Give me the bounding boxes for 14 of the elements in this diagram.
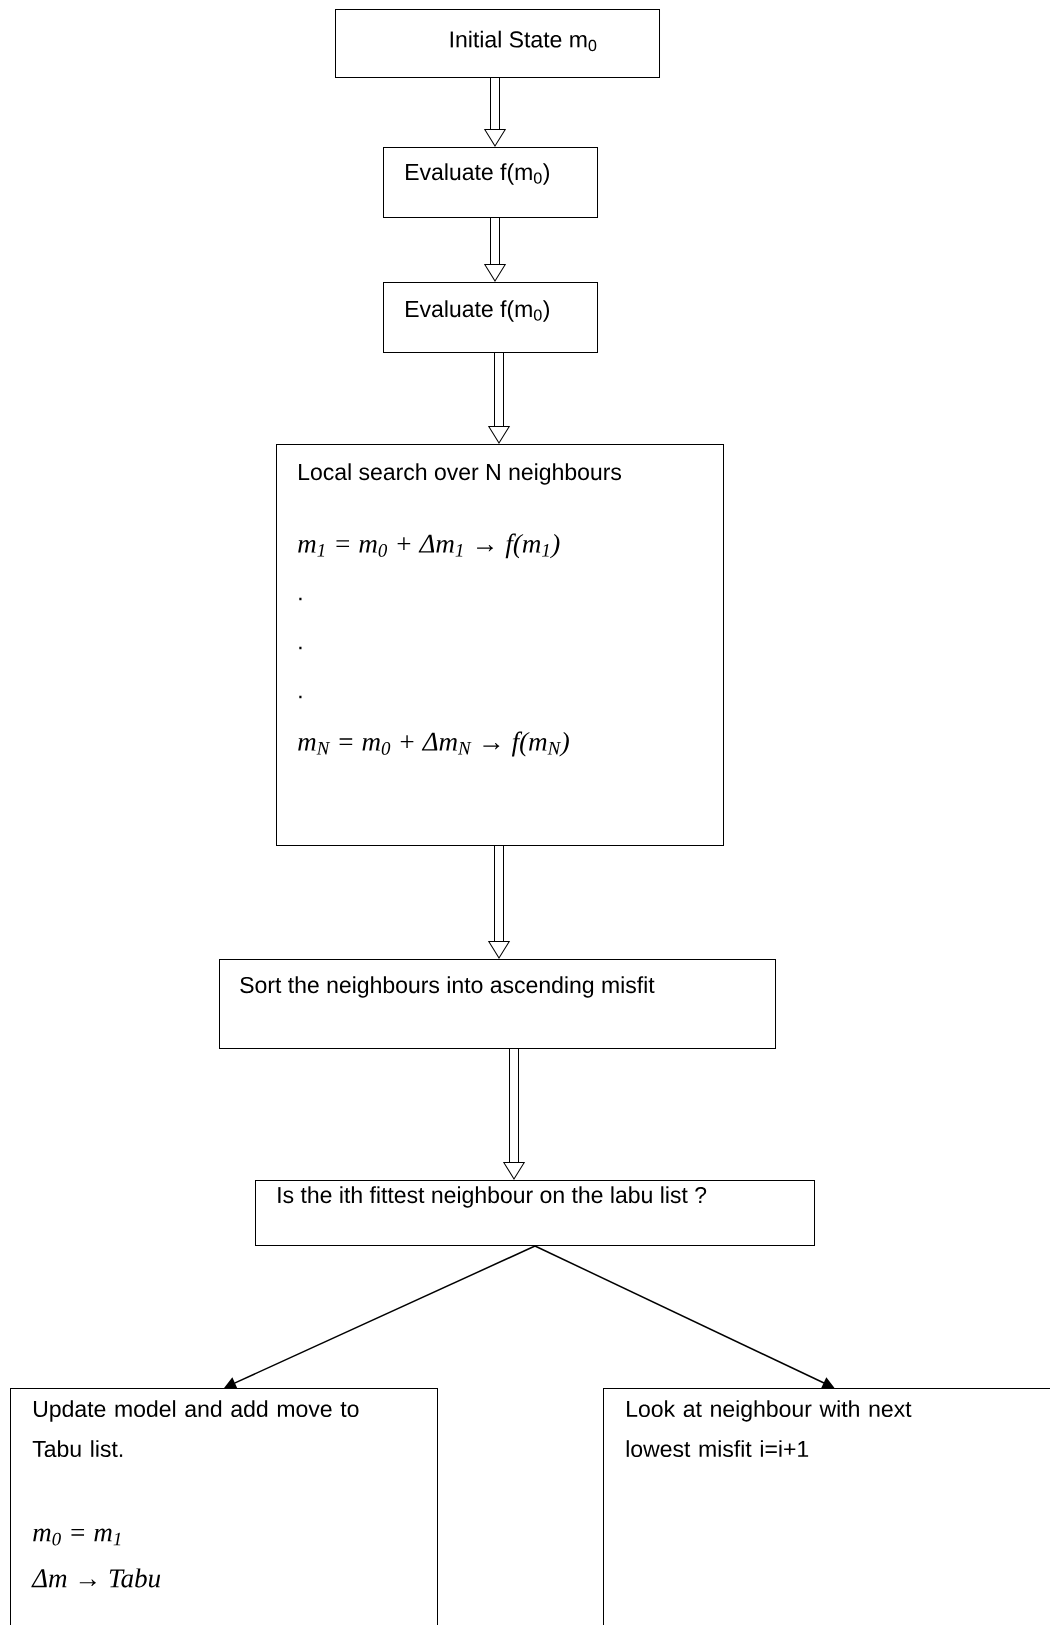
process-box: Update model and add move to Tabu list. m$_{0}$ = m$_{1}$ Δm → Tabu: [10, 1388, 438, 1625]
process-box: Is the ith fittest neighbour on the labu list ?: [255, 1180, 815, 1246]
arrow: [484, 78, 506, 147]
arrow: [488, 846, 510, 959]
arrow: [503, 1049, 525, 1180]
arrow: [484, 218, 506, 282]
process-box: Local search over N neighbours m$_{1}$ = m$_{0}$ + Δm$_{1}$ → f(m$_{1}$) . . . m$_{N}$ = m$_{0}$ + Δm$_{N}$ → f(m$_{N}$): [276, 444, 724, 846]
process-box: Evaluate f(m$_{0}$): [383, 147, 598, 218]
arrow: [488, 353, 510, 444]
process-box: Look at neighbour with next lowest misfit i=i+1: [603, 1388, 1050, 1625]
arrow: [224, 1245, 536, 1389]
process-box: Evaluate f(m$_{0}$): [383, 282, 598, 353]
process-box: Sort the neighbours into ascending misfit: [219, 959, 776, 1049]
process-box: Initial State m$_{0}$: [335, 9, 660, 78]
